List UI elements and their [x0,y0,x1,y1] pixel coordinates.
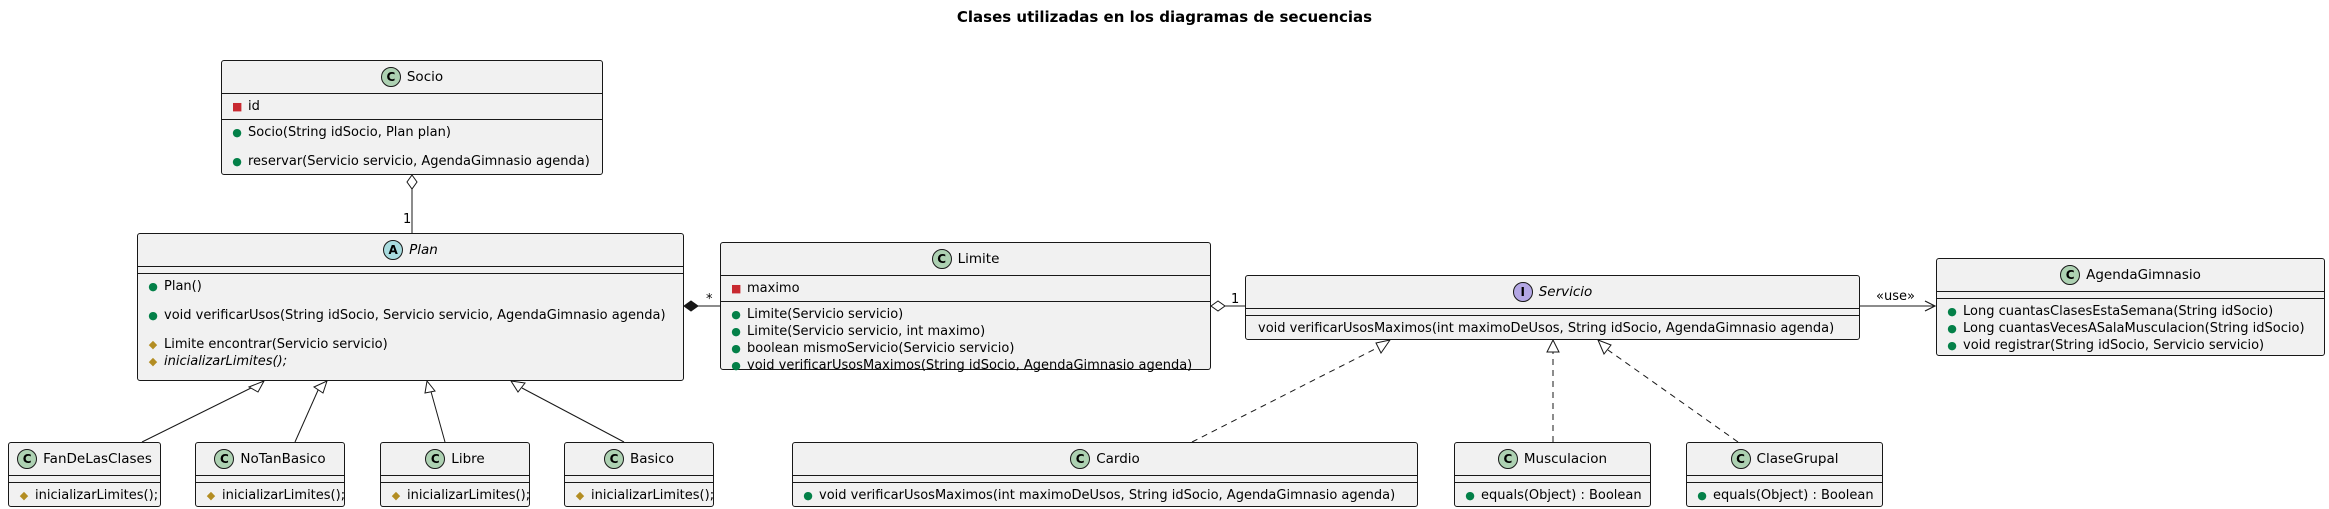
class-no-tan-basico[interactable]: C NoTanBasico ◆ inicializarLimites(); [195,442,345,507]
class-name: Basico [629,451,674,467]
class-badge-icon: C [380,67,401,87]
protected-visibility-icon: ◆ [19,489,29,502]
method-inicializar-limites: inicializarLimites(); [222,488,346,503]
class-badge-icon: C [17,449,38,469]
class-cardio[interactable]: C Cardio ● void verificarUsosMaximos(int m… [792,442,1418,507]
class-name: Libre [451,451,485,467]
public-visibility-icon: ● [731,308,741,321]
field-id: id [248,99,260,114]
aggregation-diamond-limite [1210,300,1226,312]
class-name: Plan [409,242,438,258]
method-constructor: Plan() [164,279,202,294]
protected-visibility-icon: ◆ [575,489,585,502]
composition-diamond-plan [683,300,699,312]
class-name: Socio [406,69,444,85]
method-inicializar-limites: inicializarLimites(); [164,354,288,369]
protected-visibility-icon: ◆ [148,338,158,351]
multiplicity-socio-plan: 1 [403,212,412,227]
class-libre[interactable]: C Libre ◆ inicializarLimites(); [380,442,530,507]
method-constructor: Limite(Servicio servicio) [747,307,904,322]
interface-servicio[interactable]: I Servicio void verificarUsosMaximos(int … [1245,275,1860,340]
public-visibility-icon: ● [148,309,158,322]
class-badge-icon: C [1497,449,1518,469]
method-encontrar: Limite encontrar(Servicio servicio) [164,337,388,352]
aggregation-diamond-socio [406,174,418,190]
class-badge-icon: C [1070,449,1091,469]
method-cuantas-veces: Long cuantasVecesASalaMusculacion(String… [1963,321,2305,336]
public-visibility-icon: ● [731,325,741,338]
multiplicity-limite-servicio: 1 [1231,292,1240,307]
method-registrar: void registrar(String idSocio, Servicio … [1963,338,2265,353]
public-visibility-icon: ● [1465,489,1475,502]
private-visibility-icon: ■ [232,100,243,113]
class-name: Limite [957,251,1000,267]
class-musculacion[interactable]: C Musculacion ● equals(Object) : Boolean [1454,442,1651,507]
class-name: Musculacion [1523,451,1608,467]
class-name: Cardio [1096,451,1140,467]
class-limite[interactable]: C Limite ■ maximo ● Limite(Servicio servici… [720,242,1211,373]
public-visibility-icon: ● [232,155,242,168]
class-plan[interactable]: A Plan ● Plan() ● void verificarUsos(String… [137,233,684,381]
class-name: AgendaGimnasio [2086,267,2201,283]
class-clase-grupal[interactable]: C ClaseGrupal ● equals(Object) : Boolean [1686,442,1883,507]
class-badge-icon: C [603,449,624,469]
method-verificar-usos-maximos: void verificarUsosMaximos(int maximoDeUs… [1258,321,1835,336]
field-maximo: maximo [747,281,800,296]
method-constructor-maximo: Limite(Servicio servicio, int maximo) [747,324,986,339]
class-badge-icon: C [1730,449,1751,469]
use-stereotype-label: «use» [1876,289,1915,304]
public-visibility-icon: ● [1947,305,1957,318]
diagram-title: Clases utilizadas en los diagramas de se… [956,8,1373,26]
method-verificar-usos-maximos: void verificarUsosMaximos(int maximoDeUs… [819,488,1396,503]
method-verificar-usos: void verificarUsos(String idSocio, Servi… [164,308,666,323]
public-visibility-icon: ● [232,126,242,139]
protected-visibility-icon: ◆ [391,489,401,502]
class-badge-icon: C [425,449,446,469]
public-visibility-icon: ● [1947,322,1957,335]
public-visibility-icon: ● [148,280,158,293]
class-agenda-gimnasio[interactable]: C AgendaGimnasio ● Long cuantasClasesEstaS… [1936,258,2325,356]
method-reservar: reservar(Servicio servicio, AgendaGimnas… [248,154,590,169]
method-inicializar-limites: inicializarLimites(); [591,488,715,503]
protected-visibility-icon: ◆ [148,355,158,368]
multiplicity-plan-limite: * [706,292,713,307]
public-visibility-icon: ● [1697,489,1707,502]
interface-badge-icon: I [1512,282,1533,302]
class-name: Servicio [1538,284,1593,300]
class-fan-de-las-clases[interactable]: C FanDeLasClases ◆ inicializarLimites(); [8,442,161,507]
method-cuantas-clases: Long cuantasClasesEstaSemana(String idSo… [1963,304,2274,319]
class-basico[interactable]: C Basico ◆ inicializarLimites(); [564,442,714,507]
abstract-badge-icon: A [383,240,404,260]
method-constructor: Socio(String idSocio, Plan plan) [248,125,451,140]
protected-visibility-icon: ◆ [206,489,216,502]
realization-edges-servicio [1191,338,1739,443]
private-visibility-icon: ■ [731,282,742,295]
class-name: NoTanBasico [240,451,326,467]
method-equals: equals(Object) : Boolean [1481,488,1642,503]
method-inicializar-limites: inicializarLimites(); [407,488,531,503]
public-visibility-icon: ● [731,342,741,355]
class-badge-icon: C [2060,265,2081,285]
public-visibility-icon: ● [731,359,741,372]
public-visibility-icon: ● [803,489,813,502]
method-inicializar-limites: inicializarLimites(); [35,488,159,503]
public-visibility-icon: ● [1947,339,1957,352]
class-socio[interactable]: C Socio ■ id ● Socio(String idSocio, Plan p… [221,60,603,175]
method-verificar-usos-maximos: void verificarUsosMaximos(String idSocio… [747,358,1193,373]
class-badge-icon: C [931,249,952,269]
method-equals: equals(Object) : Boolean [1713,488,1874,503]
class-name: ClaseGrupal [1756,451,1839,467]
inheritance-edges-plan [141,379,625,443]
class-name: FanDeLasClases [43,451,152,467]
class-badge-icon: C [214,449,235,469]
method-mismo-servicio: boolean mismoServicio(Servicio servicio) [747,341,1015,356]
